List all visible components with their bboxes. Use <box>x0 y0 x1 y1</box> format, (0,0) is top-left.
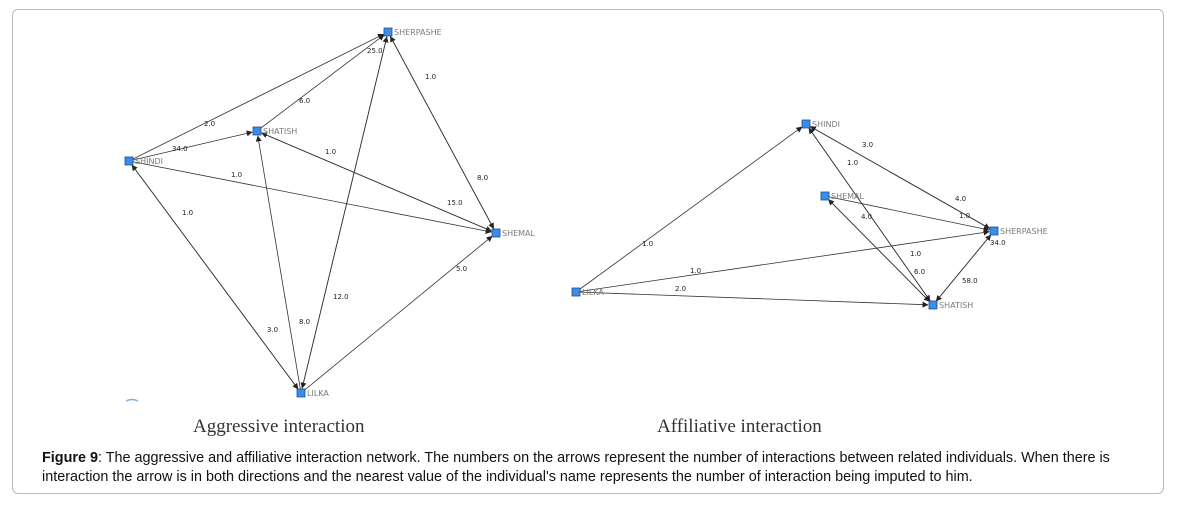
affiliative-node-sherpashe <box>989 226 999 236</box>
affiliative-edge-label-shindi-to-shatish: 1.0 <box>847 159 858 167</box>
affiliative-edge-lilka-to-shindi <box>575 126 803 293</box>
aggressive-edge-label-lilka-to-sherpashe: 12.0 <box>333 293 349 301</box>
aggressive-edge-label-shatish-to-sherpashe: 6.0 <box>299 97 310 105</box>
figure-frame <box>12 9 1164 494</box>
aggressive-edge-label-shemal-to-sherpashe: 1.0 <box>425 73 436 81</box>
caption-label: Figure 9 <box>42 450 98 466</box>
affiliative-node-label-shindi: SHINDI <box>812 120 840 129</box>
affiliative-edge-label-sherpashe-to-shindi: 4.0 <box>955 195 966 203</box>
aggressive-edge-lilka-to-shatish <box>255 135 302 394</box>
aggressive-edge-label-lilka-to-shemal: 5.0 <box>456 265 467 273</box>
affiliative-title: Affiliative interaction <box>657 416 822 437</box>
affiliative-edge-shatish-to-shindi <box>808 127 934 306</box>
aggressive-edge-sherpashe-to-shemal <box>387 31 494 230</box>
aggressive-node-lilka <box>296 388 306 398</box>
affiliative-edge-label-shatish-to-shemal: 4.0 <box>861 213 872 221</box>
affiliative-edge-label-shemal-to-sherpashe: 1.0 <box>959 212 970 220</box>
affiliative-edge-shemal-to-sherpashe <box>824 195 990 232</box>
aggressive-edge-shindi-to-sherpashe <box>128 33 384 162</box>
aggressive-edge-label-shemal-to-shatish: 15.0 <box>447 199 463 207</box>
aggressive-edge-label-shindi-to-shatish: 34.0 <box>172 145 188 153</box>
aggressive-edge-label-lilka-to-shatish: 8.0 <box>299 318 310 326</box>
affiliative-edge-shemal-to-shatish <box>824 195 930 302</box>
affiliative-edge-lilka-to-sherpashe <box>575 229 990 293</box>
affiliative-edge-label-shindi-to-sherpashe: 3.0 <box>862 141 873 149</box>
affiliative-edge-sherpashe-to-shatish <box>935 230 995 302</box>
stray-mark <box>125 398 139 402</box>
aggressive-edge-lilka-to-shemal <box>300 235 493 394</box>
affiliative-edge-label-lilka-to-shindi: 1.0 <box>642 240 653 248</box>
aggressive-node-label-shindi: SHINDI <box>135 157 163 166</box>
affiliative-network: 1.03.04.01.06.01.04.01.01.02.058.034.0SH… <box>571 119 1048 310</box>
aggressive-edge-label-sherpashe-to-shemal: 8.0 <box>477 174 488 182</box>
affiliative-node-label-lilka: LILKA <box>582 288 604 297</box>
affiliative-node-label-shemal: SHEMAL <box>831 192 865 201</box>
affiliative-edge-label-sherpashe-to-shatish: 34.0 <box>990 239 1006 247</box>
affiliative-node-lilka <box>571 287 581 297</box>
aggressive-edge-shindi-to-lilka <box>128 160 299 390</box>
aggressive-title: Aggressive interaction <box>193 416 365 437</box>
aggressive-edge-label-shatish-to-shemal: 1.0 <box>325 148 336 156</box>
aggressive-node-shemal <box>491 228 501 238</box>
affiliative-node-label-shatish: SHATISH <box>939 301 973 310</box>
affiliative-node-shindi <box>801 119 811 129</box>
aggressive-edge-label-shindi-to-shemal: 1.0 <box>231 171 242 179</box>
affiliative-edge-sherpashe-to-shindi <box>809 126 995 232</box>
aggressive-node-label-lilka: LILKA <box>307 389 329 398</box>
affiliative-edge-label-shatish-to-shindi: 6.0 <box>914 268 925 276</box>
aggressive-edge-shemal-to-shatish <box>261 132 497 234</box>
affiliative-edge-label-lilka-to-shatish: 2.0 <box>675 285 686 293</box>
aggressive-edge-label-lilka-to-shindi: 1.0 <box>182 209 193 217</box>
affiliative-node-shemal <box>820 191 830 201</box>
aggressive-node-sherpashe <box>383 27 393 37</box>
affiliative-edge-label-shatish-to-sherpashe: 58.0 <box>962 277 978 285</box>
affiliative-edge-label-lilka-to-sherpashe: 1.0 <box>690 267 701 275</box>
aggressive-edge-shindi-to-shemal <box>128 160 492 234</box>
aggressive-node-shindi <box>124 156 134 166</box>
aggressive-edge-label-shindi-to-sherpashe: 2.0 <box>204 120 215 128</box>
aggressive-node-label-shatish: SHATISH <box>263 127 297 136</box>
aggressive-network: 2.0 6.0 34.0 1.0 1.0 15.0 1.0 8.0 5.0 12.0 25.0 8.0… <box>124 27 536 398</box>
affiliative-node-label-sherpashe: SHERPASHE <box>1000 227 1048 236</box>
aggressive-node-label-shemal: SHEMAL <box>502 229 536 238</box>
figure-caption: Figure 9: The aggressive and affiliative… <box>42 449 1152 487</box>
aggressive-edge-label-sherpashe-to-lilka: 25.0 <box>367 47 383 55</box>
caption-text: : The aggressive and affiliative interac… <box>42 450 1110 485</box>
aggressive-node-label-sherpashe: SHERPASHE <box>394 28 442 37</box>
affiliative-edge-label-shemal-to-shatish: 1.0 <box>910 250 921 258</box>
aggressive-edge-shatish-to-sherpashe <box>256 34 385 132</box>
affiliative-node-shatish <box>928 300 938 310</box>
aggressive-edge-shindi-to-shatish <box>128 130 253 162</box>
affiliative-edge-lilka-to-shatish <box>575 291 929 308</box>
aggressive-edge-sherpashe-to-lilka <box>300 31 389 389</box>
aggressive-edge-label-shindi-to-lilka: 3.0 <box>267 326 278 334</box>
aggressive-node-shatish <box>252 126 262 136</box>
